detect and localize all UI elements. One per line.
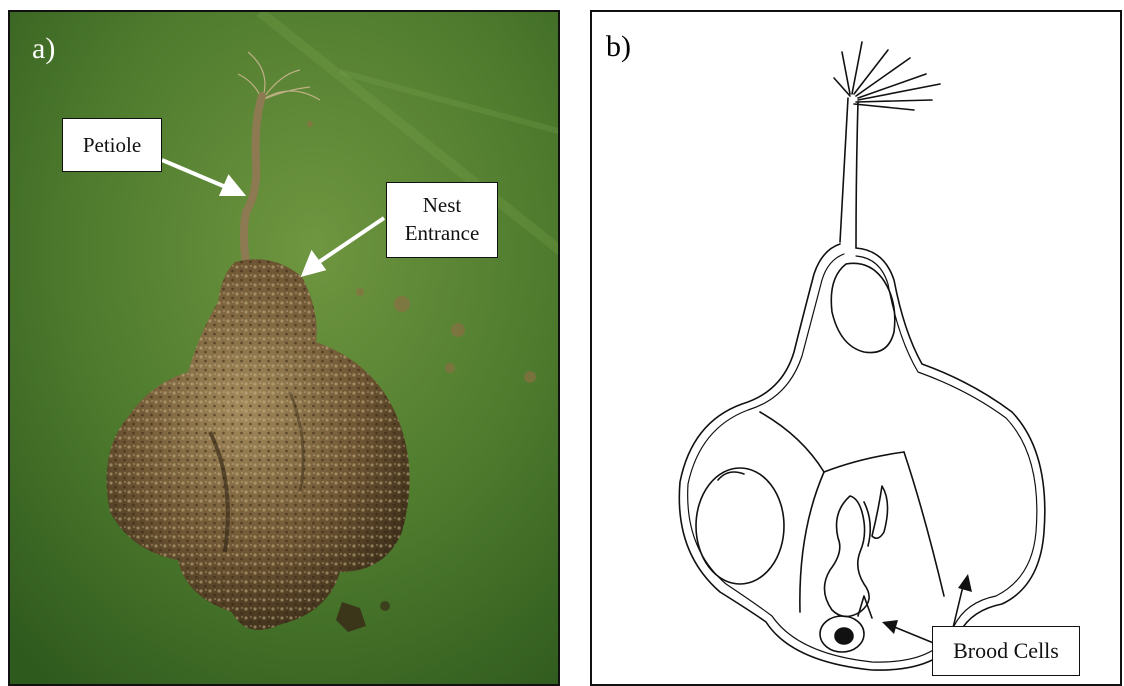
attachment-fibers	[834, 42, 940, 110]
nest-cross-section-drawing	[592, 12, 1122, 686]
panel-label-a: a)	[32, 34, 55, 64]
nest-photo	[10, 12, 560, 686]
brood-cells-callout: Brood Cells	[932, 626, 1080, 676]
nest-entrance-callout: Nest Entrance	[386, 182, 498, 258]
nest-entrance-label-line2: Entrance	[387, 219, 497, 247]
petiole-callout: Petiole	[62, 118, 162, 172]
photo-panel: a) Petiole Nest Entrance	[8, 10, 560, 686]
diagram-panel: b) Brood Cells	[590, 10, 1122, 686]
panel-label-b: b)	[606, 32, 631, 62]
brood-cells-label: Brood Cells	[953, 638, 1059, 663]
brood-cell-left	[696, 468, 784, 584]
partition-right	[904, 452, 944, 596]
partition-left	[800, 472, 824, 612]
partition-upper-left	[760, 412, 824, 472]
stalk-left	[840, 98, 848, 242]
nest-entrance-label-line1: Nest	[387, 191, 497, 219]
petiole-label: Petiole	[83, 133, 141, 157]
partition-top	[824, 452, 904, 472]
outer-wall	[679, 244, 1045, 670]
larva-figure	[820, 486, 888, 652]
stalk-right	[856, 102, 858, 248]
